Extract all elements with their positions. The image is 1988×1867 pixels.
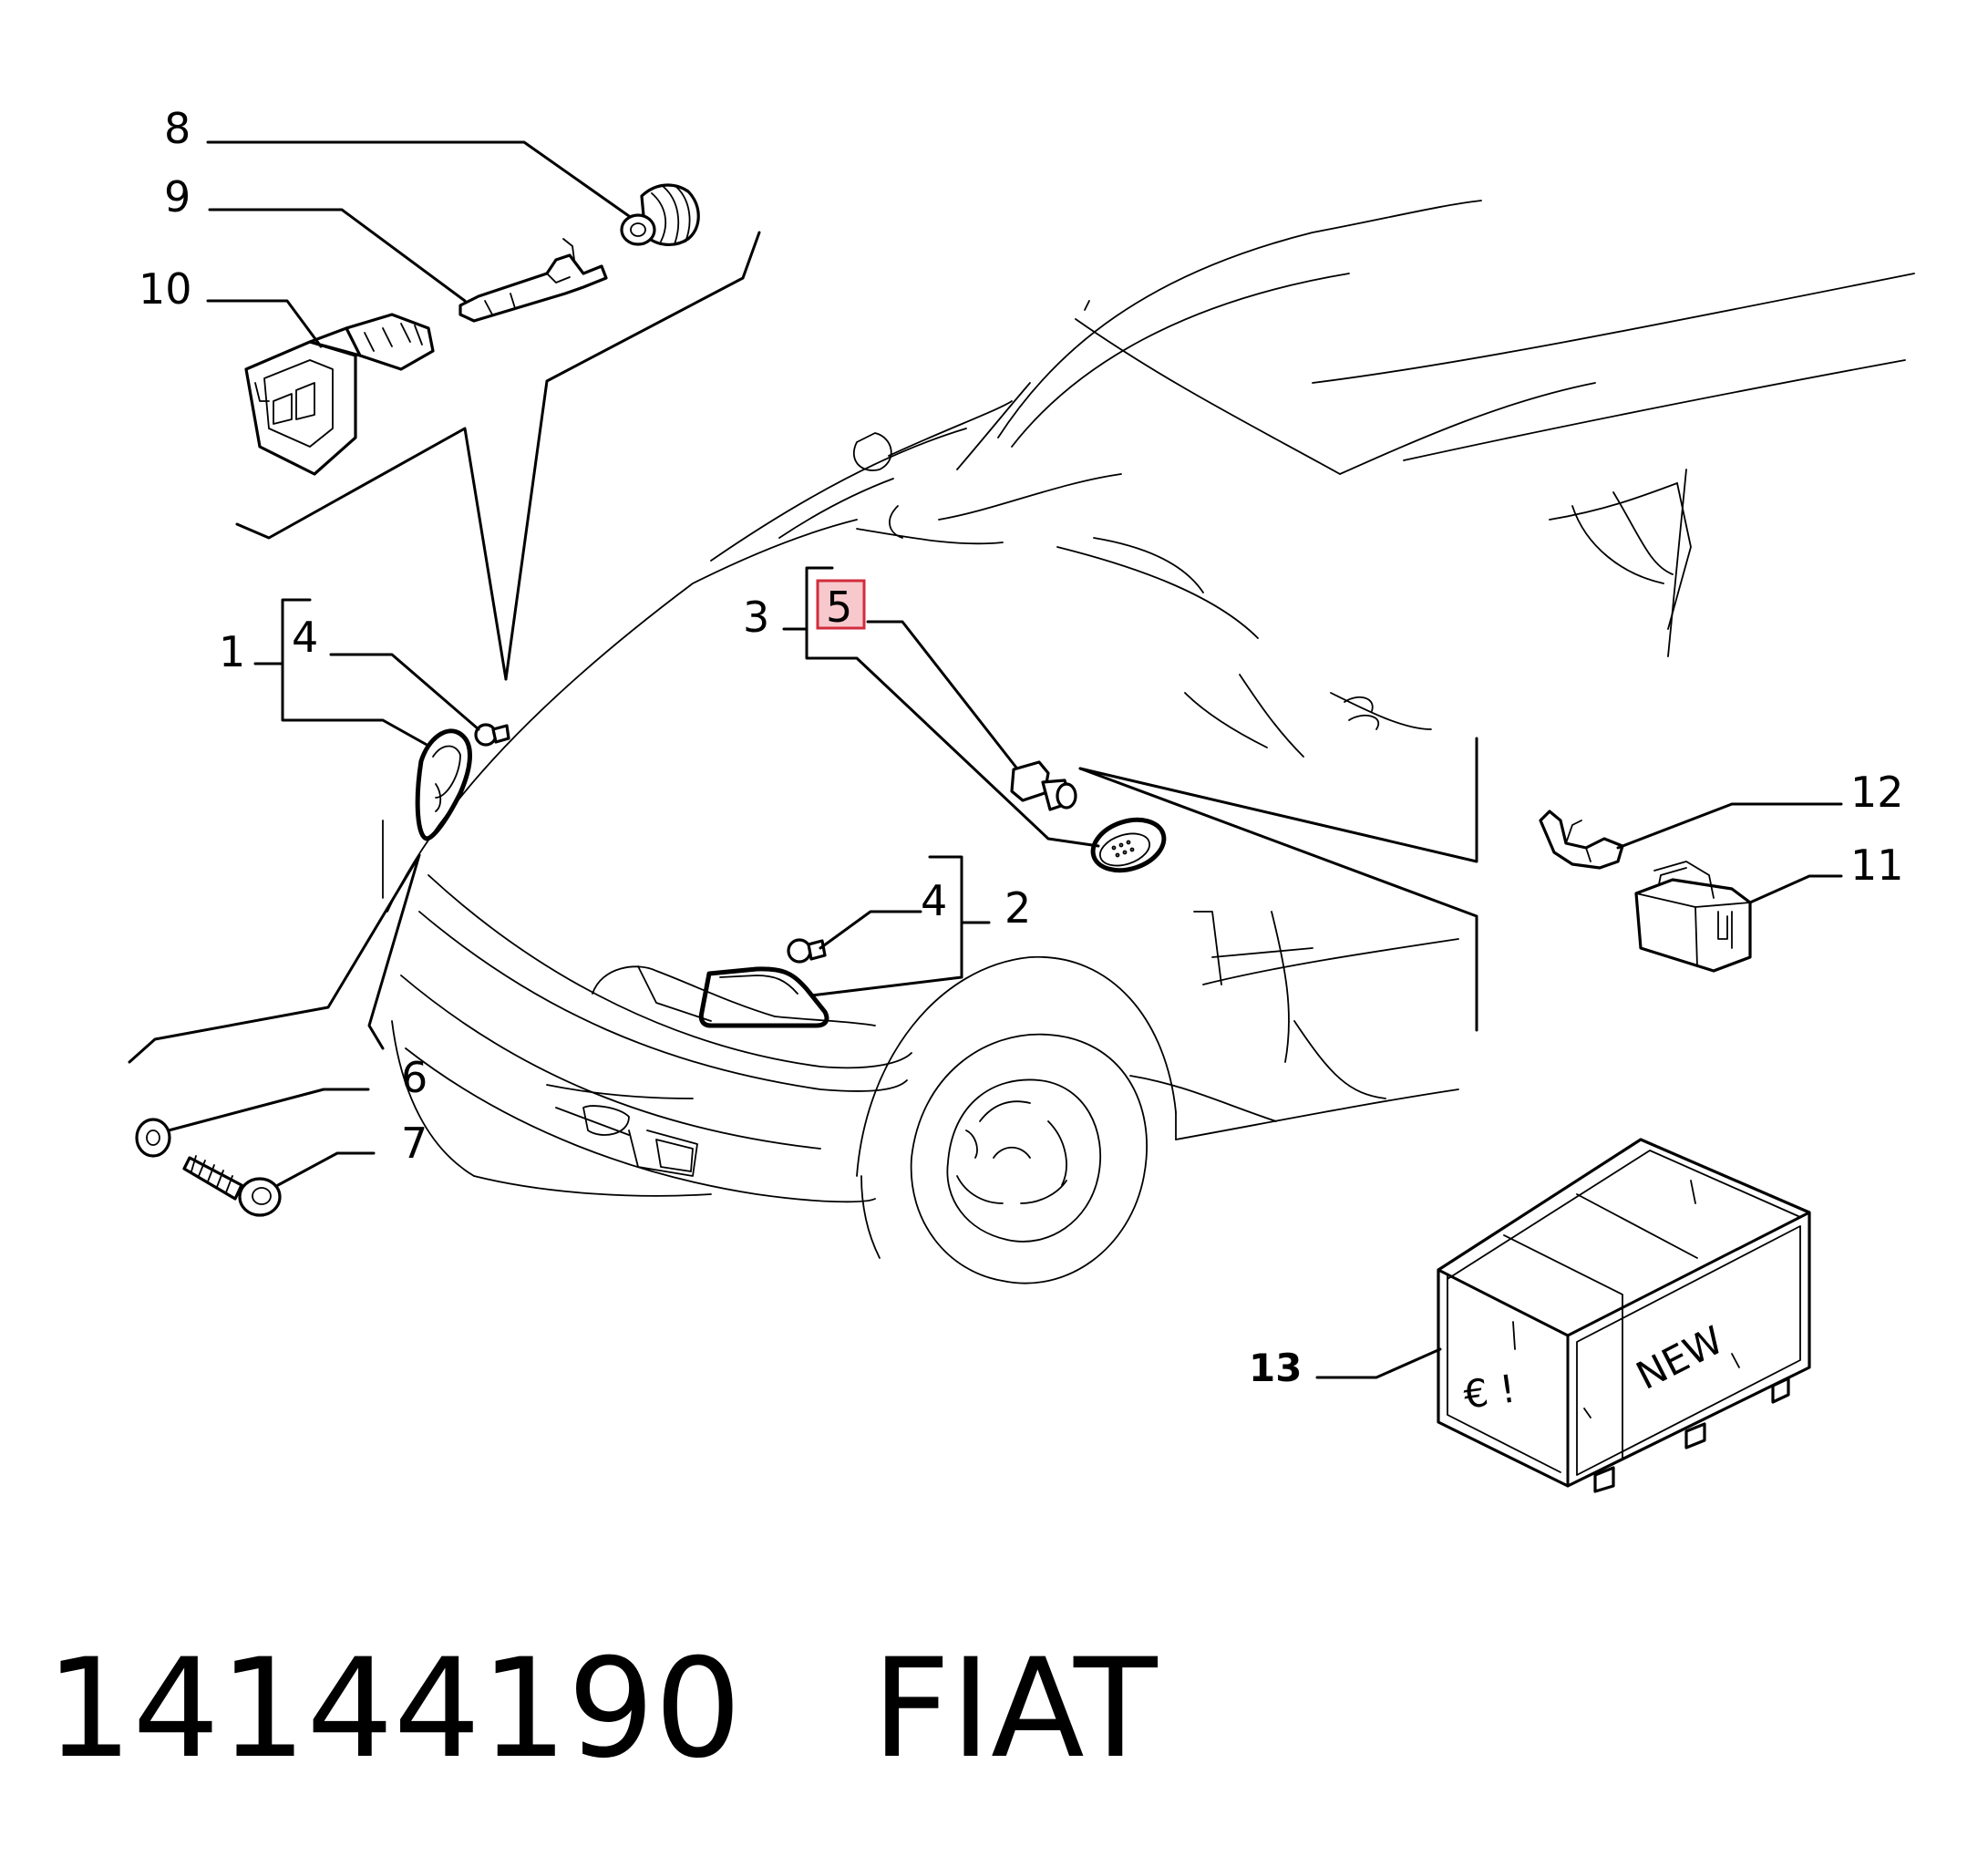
washer-6 <box>135 1118 171 1158</box>
connector-11 <box>1634 861 1752 973</box>
side-repeater-lens-3 <box>1090 817 1167 873</box>
callout-labels: 8 9 10 1 4 3 5 4 2 6 7 12 11 13 <box>139 104 1904 1390</box>
callout-12: 12 <box>1850 768 1904 817</box>
callout-9: 9 <box>164 172 191 222</box>
part-number: 14144190 <box>46 1630 742 1789</box>
grommet-8 <box>620 183 700 246</box>
packaging-crate-13: € ! NEW <box>1437 1138 1811 1493</box>
callout-10: 10 <box>139 264 192 314</box>
terminal-12 <box>1539 810 1624 870</box>
callout-1: 1 <box>219 627 245 676</box>
bulb-4b <box>787 938 827 964</box>
brand-name: FIAT <box>871 1630 1158 1789</box>
callout-3: 3 <box>743 593 769 642</box>
callout-6: 6 <box>401 1053 427 1102</box>
bulb-holder-5 <box>1010 760 1077 811</box>
bulb-4a <box>474 723 510 747</box>
callout-4b: 4 <box>921 876 947 925</box>
callout-4a: 4 <box>292 613 318 662</box>
callout-5-highlight <box>816 579 866 630</box>
callout-7: 7 <box>401 1119 427 1168</box>
callout-13: 13 <box>1249 1346 1302 1390</box>
leader-lines <box>128 140 1843 1379</box>
terminal-9 <box>458 238 608 323</box>
screw-7 <box>182 1155 282 1217</box>
side-reflector-lamp <box>415 728 472 841</box>
front-indicator-lamp <box>698 966 829 1028</box>
connector-10 <box>244 313 435 476</box>
footer-caption: 14144190 FIAT <box>46 1641 1158 1778</box>
callout-11: 11 <box>1850 841 1904 890</box>
callout-2: 2 <box>1004 883 1031 933</box>
crate-front-text: € ! <box>1461 1366 1519 1417</box>
callout-5: 5 <box>826 583 852 632</box>
car-body-outline <box>382 200 1915 1284</box>
callout-8: 8 <box>164 104 191 153</box>
